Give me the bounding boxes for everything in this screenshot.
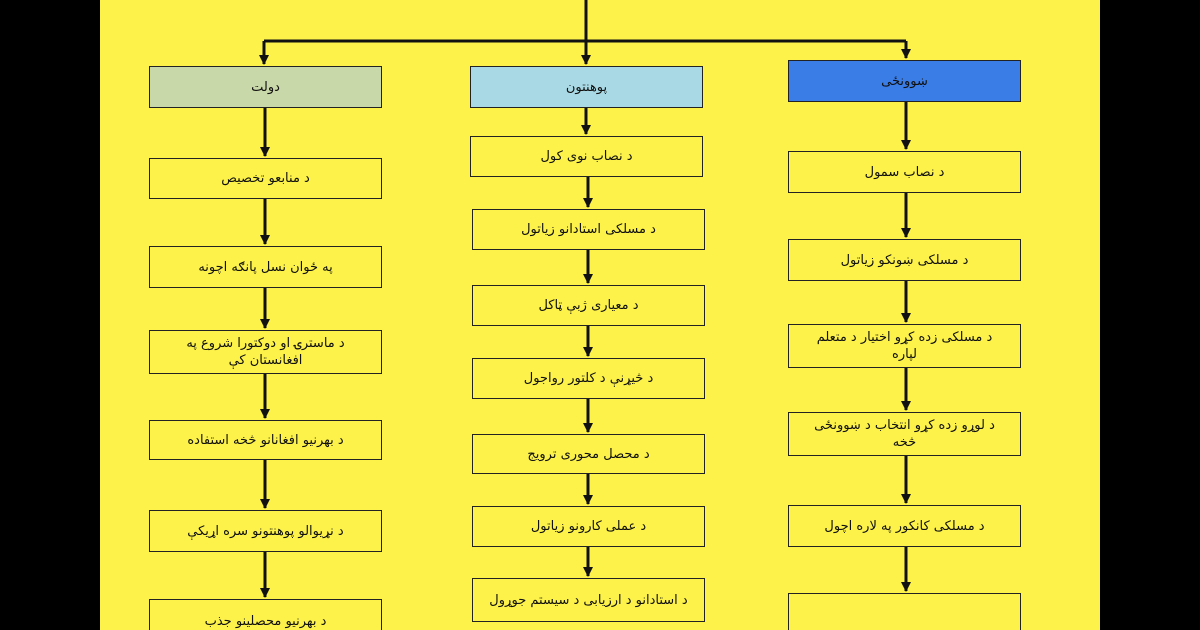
khwanzi-item-6: [788, 593, 1021, 630]
header-pohantun: پوهنتون: [470, 66, 703, 108]
khwanzi-item-3: د مسلکی زده کړو اختیار د متعلم لپاره: [788, 324, 1021, 368]
dawlat-item-5: د نړیوالو پوهنتونو سره اړیکې: [149, 510, 382, 552]
connector-arrows: [259, 0, 911, 598]
pohantun-item-1: د نصاب نوی کول: [470, 136, 703, 177]
dawlat-item-2: په ځوان نسل پانګه اچونه: [149, 246, 382, 288]
khwanzi-item-4: د لوړو زده کړو انتخاب د ښوونځی څخه: [788, 412, 1021, 456]
header-dawlat: دولت: [149, 66, 382, 108]
khwanzi-item-5: د مسلکی کانکور په لاره اچول: [788, 505, 1021, 547]
header-khwanzi: ښوونځی: [788, 60, 1021, 102]
pohantun-item-7: د استادانو د ارزیابی د سیستم جوړول: [472, 578, 705, 622]
khwanzi-item-1: د نصاب سمول: [788, 151, 1021, 193]
pohantun-item-5: د محصل محوری ترویج: [472, 434, 705, 474]
dawlat-item-4: د بهرنیو افغانانو څخه استفاده: [149, 420, 382, 460]
pohantun-item-3: د معیاری ژبې ټاکل: [472, 285, 705, 326]
diagram-canvas: دولت د منابعو تخصیص په ځوان نسل پانګه اچ…: [100, 0, 1100, 630]
dawlat-item-6: د بهرنیو محصلینو جذب: [149, 599, 382, 630]
dawlat-item-3: د ماسترۍ او دوکتورا شروع په افغانستان کې: [149, 330, 382, 374]
pohantun-item-4: د څیړنې د کلتور رواجول: [472, 358, 705, 399]
khwanzi-item-2: د مسلکی ښونکو زیاتول: [788, 239, 1021, 281]
dawlat-item-1: د منابعو تخصیص: [149, 158, 382, 199]
pohantun-item-2: د مسلکی استادانو زیاتول: [472, 209, 705, 250]
pohantun-item-6: د عملی کارونو زیاتول: [472, 506, 705, 547]
